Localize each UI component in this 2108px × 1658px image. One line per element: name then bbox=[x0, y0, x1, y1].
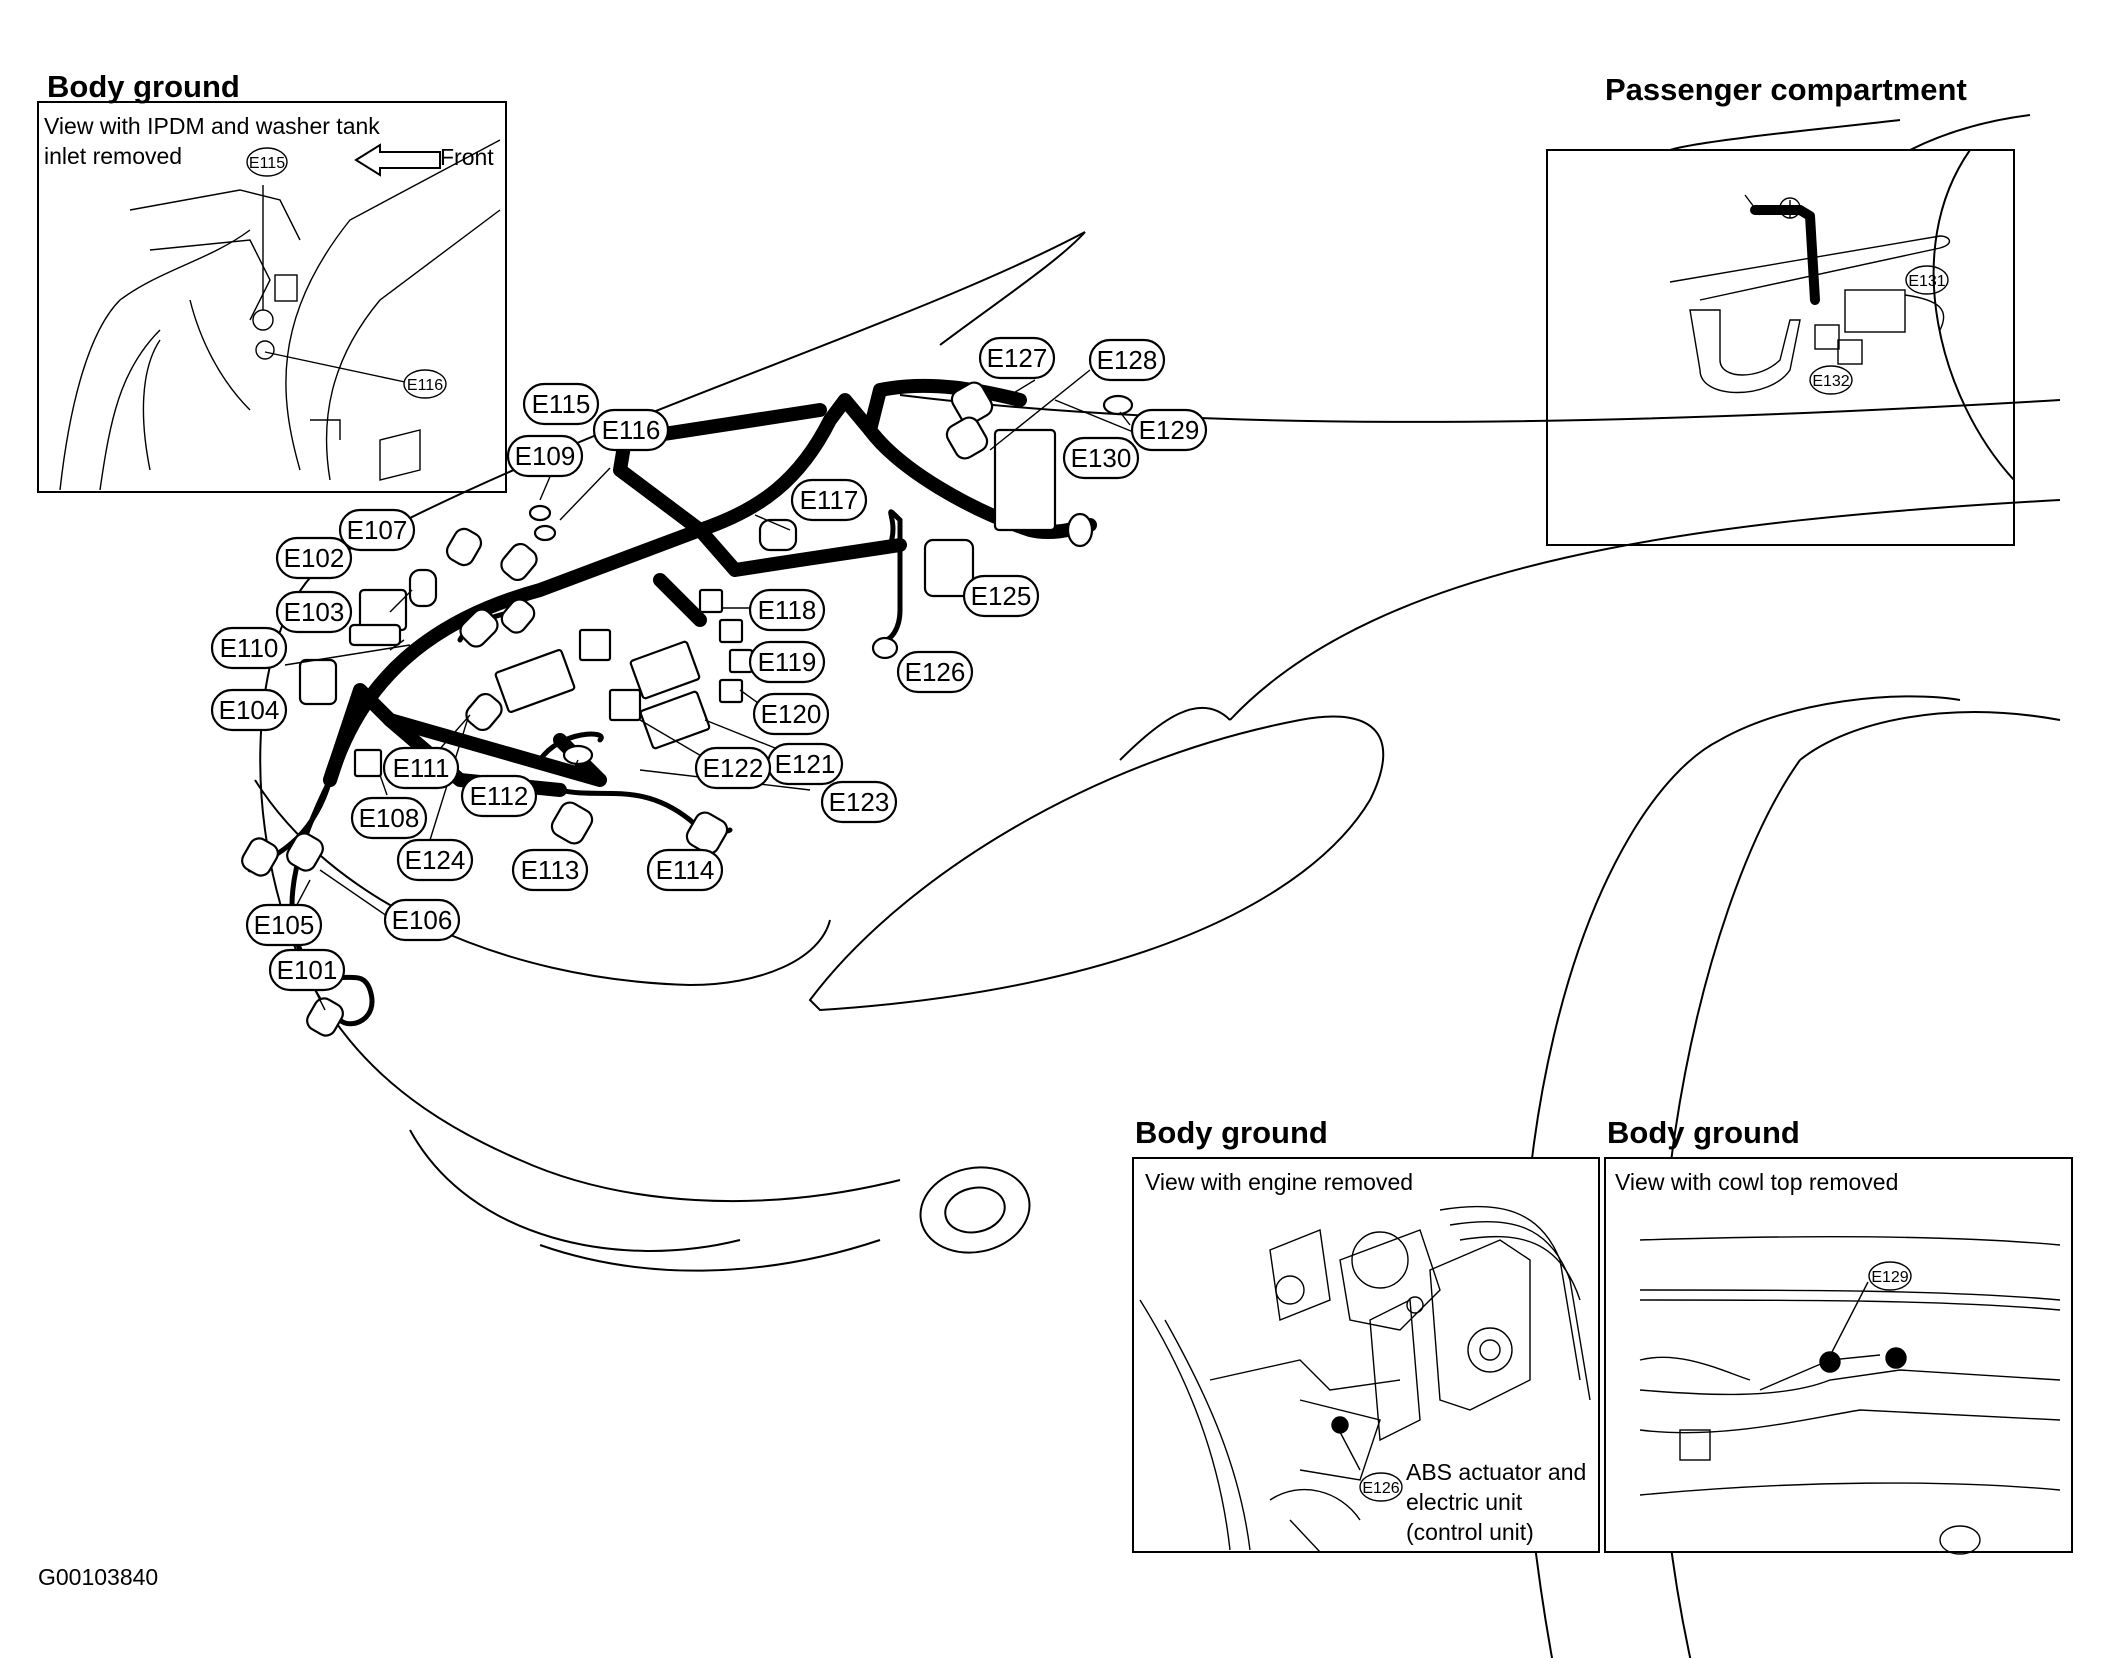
label-e126: E126 bbox=[896, 650, 974, 694]
inset-cowl: Body ground View with cowl top removed E… bbox=[1604, 1115, 2073, 1555]
svg-text:E115: E115 bbox=[532, 389, 591, 419]
inset-ipdm: Body ground View with IPDM and washer ta… bbox=[37, 69, 507, 493]
inset-passenger: Passenger compartment E131 E132 bbox=[1546, 72, 2031, 546]
svg-text:E128: E128 bbox=[1097, 345, 1158, 375]
label-e115: E115 bbox=[522, 382, 600, 426]
inset-e115-label: E115 bbox=[249, 155, 285, 172]
label-e105: E105 bbox=[245, 903, 323, 947]
inset-ipdm-title: Body ground bbox=[47, 69, 240, 104]
svg-text:E111: E111 bbox=[393, 753, 450, 783]
engine-room-harness bbox=[247, 378, 1097, 1027]
label-e130: E130 bbox=[1062, 436, 1140, 480]
label-e123: E123 bbox=[820, 780, 898, 824]
inset-engine-title: Body ground bbox=[1135, 1115, 1328, 1150]
svg-text:E125: E125 bbox=[971, 581, 1032, 611]
label-e121: E121 bbox=[766, 742, 844, 786]
label-e104: E104 bbox=[210, 688, 288, 732]
inset-e131-label: E131 bbox=[1908, 273, 1945, 290]
svg-text:E109: E109 bbox=[515, 441, 576, 471]
label-e124: E124 bbox=[396, 838, 474, 882]
label-e125: E125 bbox=[962, 574, 1040, 618]
svg-text:E123: E123 bbox=[829, 787, 890, 817]
svg-text:E110: E110 bbox=[220, 633, 279, 663]
svg-text:E121: E121 bbox=[775, 749, 836, 779]
svg-text:E104: E104 bbox=[219, 695, 280, 725]
figure-id: G00103840 bbox=[38, 1564, 158, 1590]
svg-text:E107: E107 bbox=[347, 515, 408, 545]
inset-engine: Body ground View with engine removed E12… bbox=[1132, 1115, 1600, 1553]
svg-text:E108: E108 bbox=[359, 803, 420, 833]
label-e113: E113 bbox=[511, 848, 589, 892]
abs-caption-3: (control unit) bbox=[1406, 1519, 1534, 1545]
abs-caption-2: electric unit bbox=[1406, 1489, 1523, 1515]
svg-text:E129: E129 bbox=[1139, 415, 1200, 445]
inset-e132-label: E132 bbox=[1812, 373, 1849, 390]
label-e108: E108 bbox=[350, 796, 428, 840]
svg-text:E126: E126 bbox=[905, 657, 966, 687]
label-e119: E119 bbox=[748, 640, 826, 684]
svg-text:E127: E127 bbox=[987, 343, 1048, 373]
connector-shapes bbox=[241, 381, 1134, 1037]
svg-text:E118: E118 bbox=[758, 595, 817, 625]
label-e129: E129 bbox=[1130, 408, 1208, 452]
svg-text:E116: E116 bbox=[602, 415, 661, 445]
label-e109: E109 bbox=[506, 434, 584, 478]
svg-text:E101: E101 bbox=[277, 955, 338, 985]
label-e118: E118 bbox=[748, 588, 826, 632]
svg-text:E124: E124 bbox=[405, 845, 466, 875]
label-e120: E120 bbox=[752, 692, 830, 736]
svg-text:E102: E102 bbox=[284, 543, 345, 573]
svg-text:E119: E119 bbox=[758, 647, 817, 677]
label-e114: E114 bbox=[646, 848, 724, 892]
inset-ipdm-caption-2: inlet removed bbox=[44, 143, 182, 169]
inset-e126-label: E126 bbox=[1362, 1480, 1399, 1497]
label-e106: E106 bbox=[383, 898, 461, 942]
inset-e116-label: E116 bbox=[407, 377, 443, 394]
svg-text:E120: E120 bbox=[761, 699, 822, 729]
svg-text:E117: E117 bbox=[800, 485, 859, 515]
inset-engine-caption: View with engine removed bbox=[1145, 1169, 1413, 1195]
inset-cowl-caption: View with cowl top removed bbox=[1615, 1169, 1898, 1195]
label-e110: E110 bbox=[210, 626, 288, 670]
label-e111: E111 bbox=[382, 746, 460, 790]
label-e127: E127 bbox=[978, 336, 1056, 380]
connector-labels: E101 E102 E103 E104 E105 E106 E107 E108 … bbox=[210, 336, 1208, 992]
label-e112: E112 bbox=[460, 774, 538, 818]
inset-e129-label: E129 bbox=[1871, 1269, 1908, 1286]
svg-text:E130: E130 bbox=[1071, 443, 1132, 473]
label-e107: E107 bbox=[338, 508, 416, 552]
label-e116: E116 bbox=[592, 408, 670, 452]
inset-cowl-title: Body ground bbox=[1607, 1115, 1800, 1150]
label-e102: E102 bbox=[275, 536, 353, 580]
svg-text:E114: E114 bbox=[656, 855, 715, 885]
abs-caption-1: ABS actuator and bbox=[1406, 1459, 1586, 1485]
label-e128: E128 bbox=[1088, 338, 1166, 382]
svg-text:E103: E103 bbox=[284, 597, 345, 627]
label-e122: E122 bbox=[694, 746, 772, 790]
svg-text:E112: E112 bbox=[470, 781, 529, 811]
label-e101: E101 bbox=[268, 948, 346, 992]
svg-text:E105: E105 bbox=[254, 910, 315, 940]
label-e117: E117 bbox=[790, 478, 868, 522]
front-arrow-icon bbox=[354, 143, 441, 177]
inset-passenger-title: Passenger compartment bbox=[1605, 72, 1967, 107]
inset-ipdm-caption-1: View with IPDM and washer tank bbox=[44, 113, 380, 139]
svg-text:E122: E122 bbox=[703, 753, 764, 783]
label-e103: E103 bbox=[275, 590, 353, 634]
svg-text:E106: E106 bbox=[392, 905, 453, 935]
svg-text:E113: E113 bbox=[521, 855, 580, 885]
